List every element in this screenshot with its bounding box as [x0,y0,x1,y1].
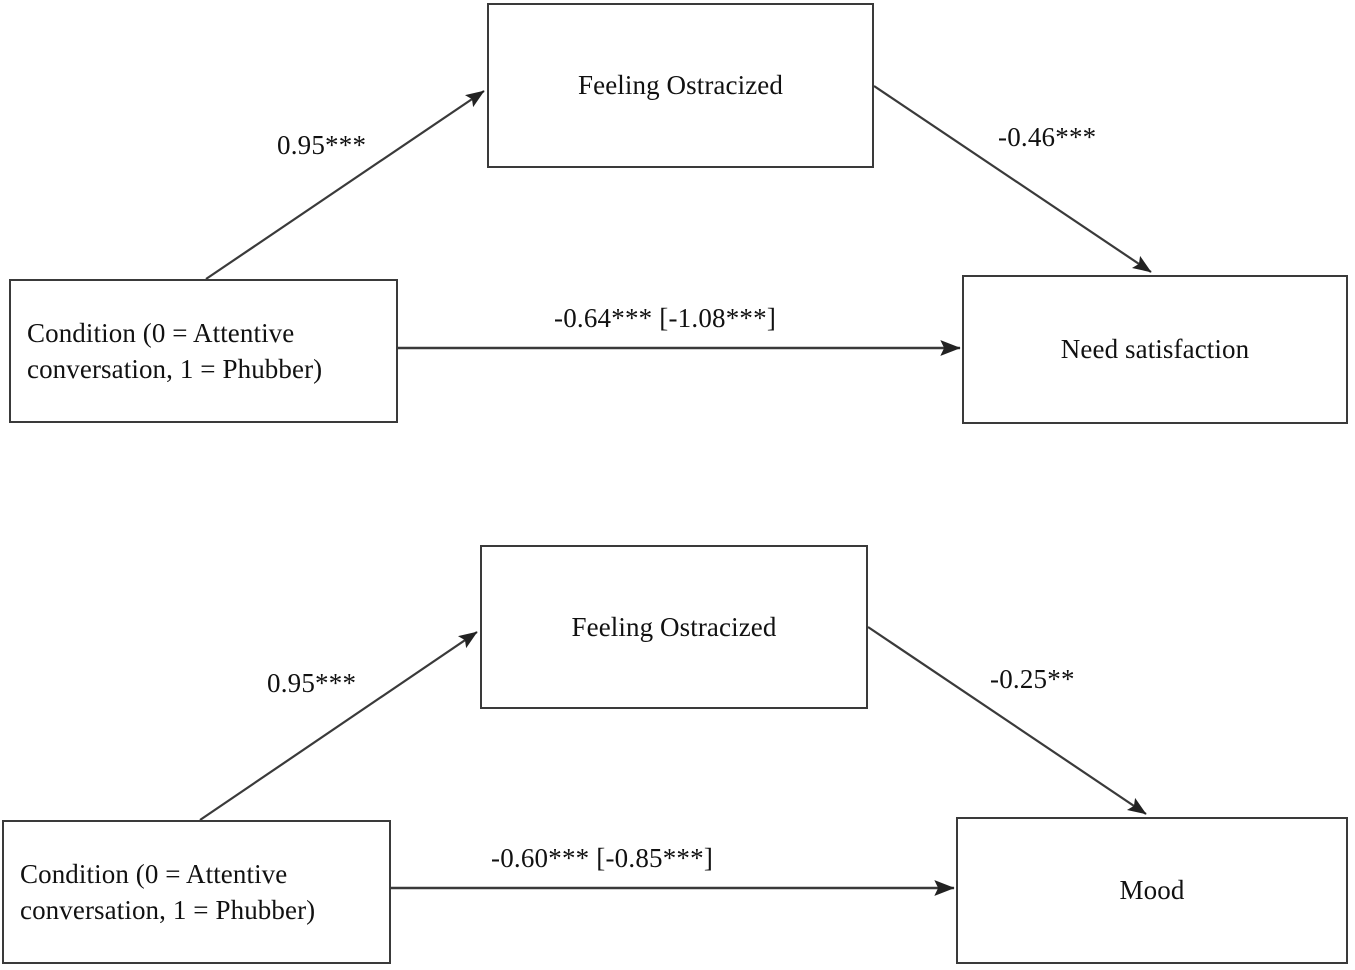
node-feeling-ostracized-2[interactable]: Feeling Ostracized [480,545,868,709]
node-label: Mood [1119,875,1185,906]
node-label: Condition (0 = Attentive conversation, 1… [20,858,316,925]
path-label-c-2: -0.60*** [-0.85***] [491,843,714,873]
arrow-condition-to-ostracized-2 [199,631,478,821]
node-need-satisfaction[interactable]: Need satisfaction [962,275,1348,424]
node-label: Need satisfaction [1060,334,1250,365]
node-label: Feeling Ostracized [578,70,783,101]
arrow-condition-to-ostracized-1 [205,90,485,280]
arrow-ostracized-to-mood [867,626,1147,815]
path-label-a-2: 0.95*** [267,668,357,698]
path-label-b-1: -0.46*** [998,122,1097,152]
node-condition-1[interactable]: Condition (0 = Attentive conversation, 1… [9,279,398,423]
node-mood[interactable]: Mood [956,817,1348,964]
path-label-b-2: -0.25** [990,664,1075,694]
node-label: Condition (0 = Attentive conversation, 1… [27,317,323,384]
path-label-a-1: 0.95*** [277,130,367,160]
node-feeling-ostracized-1[interactable]: Feeling Ostracized [487,3,874,168]
node-condition-2[interactable]: Condition (0 = Attentive conversation, 1… [2,820,391,964]
node-label: Feeling Ostracized [571,611,777,642]
path-label-c-1: -0.64*** [-1.08***] [554,303,777,333]
arrow-ostracized-to-need-satisfaction [873,85,1152,273]
